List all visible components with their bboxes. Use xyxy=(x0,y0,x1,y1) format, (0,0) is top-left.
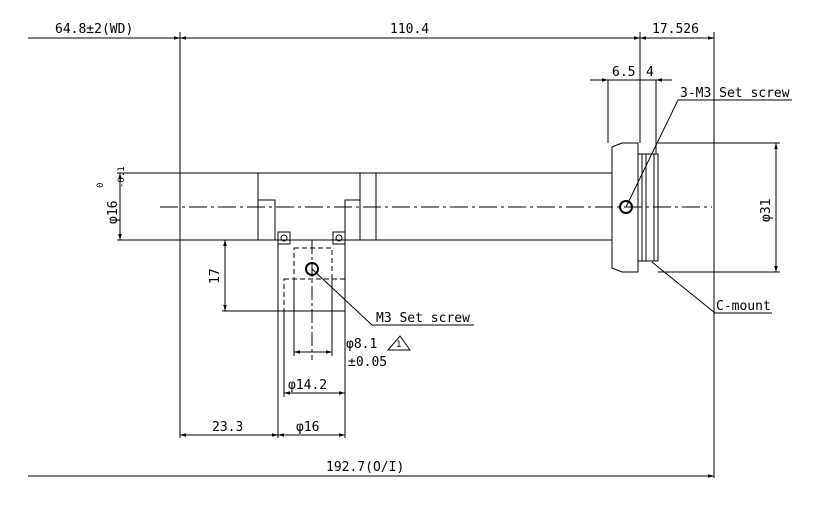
label-233: 23.3 xyxy=(212,420,243,435)
rear-flange xyxy=(611,142,639,273)
revision-triangle xyxy=(386,335,411,351)
label-17: 17 xyxy=(208,268,223,284)
label-4: 4 xyxy=(646,65,654,80)
label-65: 6.5 xyxy=(612,65,635,80)
port-bore xyxy=(293,247,333,280)
label-d142: φ14.2 xyxy=(288,378,327,393)
leader-cmount xyxy=(651,261,772,314)
label-tol-lower: -0.1 xyxy=(117,166,127,188)
label-110: 110.4 xyxy=(390,22,429,37)
port-inner xyxy=(283,278,346,312)
label-3m3-set-screw: 3-M3 Set screw xyxy=(680,86,790,101)
label-total: 192.7(O/I) xyxy=(326,460,404,475)
leader-3m3 xyxy=(625,99,792,208)
label-d81: φ8.1 xyxy=(346,337,377,352)
label-cmount: C-mount xyxy=(716,299,771,314)
leader-m3 xyxy=(311,268,474,326)
label-m3-set-screw: M3 Set screw xyxy=(376,311,470,326)
label-wd: 64.8±2(WD) xyxy=(55,22,133,37)
label-d16-vertical: φ16 xyxy=(106,201,121,224)
label-d16-bottom: φ16 xyxy=(296,420,319,435)
label-d81-tol: ±0.05 xyxy=(348,355,387,370)
label-d31: φ31 xyxy=(759,199,774,222)
side-port-joint xyxy=(258,199,360,240)
label-revision: 1 xyxy=(396,340,401,350)
label-17526: 17.526 xyxy=(652,22,699,37)
label-tol-upper: 0 xyxy=(96,183,106,188)
